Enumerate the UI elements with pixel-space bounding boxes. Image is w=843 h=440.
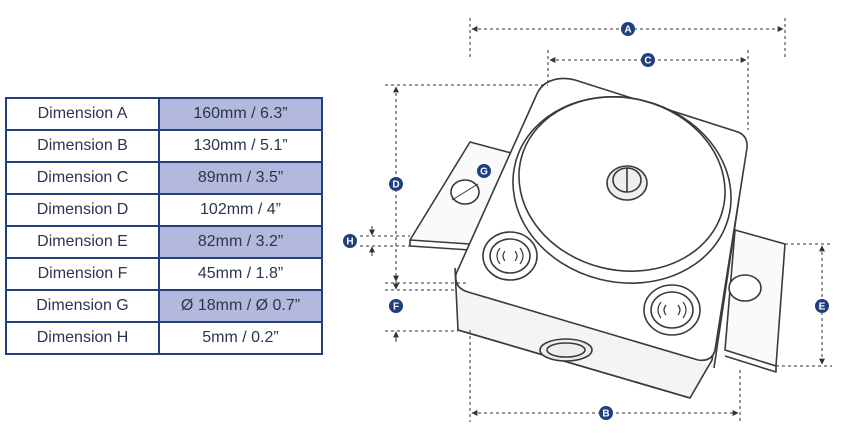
svg-text:F: F — [393, 302, 399, 313]
dimension-value: 130mm / 5.1” — [158, 129, 323, 163]
label-b: B — [599, 406, 613, 420]
svg-text:E: E — [819, 302, 826, 313]
label-c: C — [641, 53, 655, 67]
dimension-name: Dimension G — [5, 289, 160, 323]
dimension-value: Ø 18mm / Ø 0.7” — [158, 289, 323, 323]
dimension-name: Dimension D — [5, 193, 160, 227]
dimension-value: 160mm / 6.3” — [158, 97, 323, 131]
svg-text:D: D — [392, 180, 399, 191]
dimension-value: 102mm / 4” — [158, 193, 323, 227]
label-a: A — [621, 22, 635, 36]
dimension-value: 89mm / 3.5” — [158, 161, 323, 195]
dimension-value: 5mm / 0.2” — [158, 321, 323, 355]
dimension-name: Dimension B — [5, 129, 160, 163]
svg-text:H: H — [346, 237, 353, 248]
device-drawing — [409, 77, 786, 399]
dimension-name: Dimension E — [5, 225, 160, 259]
dimension-name: Dimension A — [5, 97, 160, 131]
label-h: H — [343, 234, 357, 248]
dimension-value: 45mm / 1.8” — [158, 257, 323, 291]
dimension-name: Dimension F — [5, 257, 160, 291]
dimension-value: 82mm / 3.2” — [158, 225, 323, 259]
label-e: E — [815, 299, 829, 313]
svg-text:A: A — [624, 25, 631, 36]
svg-text:G: G — [480, 167, 488, 178]
label-g: G — [477, 164, 491, 178]
label-d: D — [389, 177, 403, 191]
svg-text:B: B — [602, 409, 609, 420]
dimension-name: Dimension H — [5, 321, 160, 355]
svg-text:C: C — [644, 56, 651, 67]
label-f: F — [389, 299, 403, 313]
dimension-name: Dimension C — [5, 161, 160, 195]
